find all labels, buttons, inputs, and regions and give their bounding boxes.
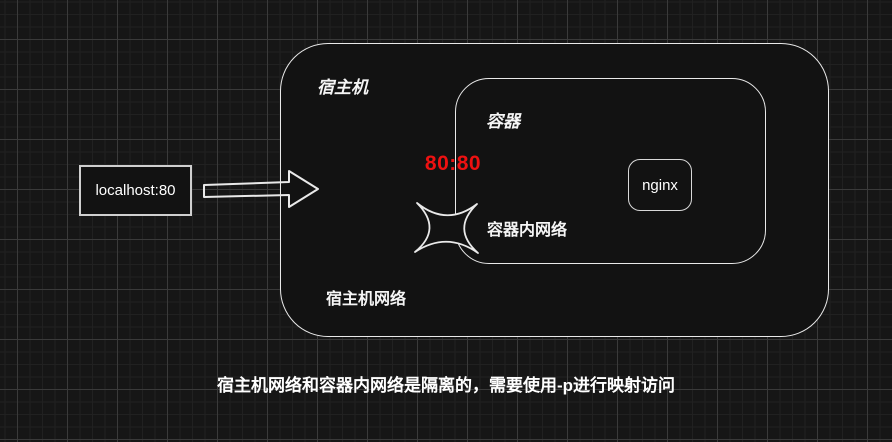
- port-mapping-label: 80:80: [424, 152, 482, 175]
- container-box: [455, 78, 766, 264]
- host-title-label: 宿主机: [317, 78, 368, 97]
- nginx-node: nginx: [628, 159, 692, 211]
- nginx-label: nginx: [642, 176, 678, 194]
- container-title-label: 容器: [486, 112, 520, 131]
- localhost-request-box: localhost:80: [79, 165, 192, 216]
- caption-text: 宿主机网络和容器内网络是隔离的，需要使用-p进行映射访问: [216, 376, 676, 395]
- localhost-label: localhost:80: [95, 182, 176, 199]
- host-network-label: 宿主机网络: [326, 291, 407, 308]
- container-network-label: 容器内网络: [487, 222, 568, 239]
